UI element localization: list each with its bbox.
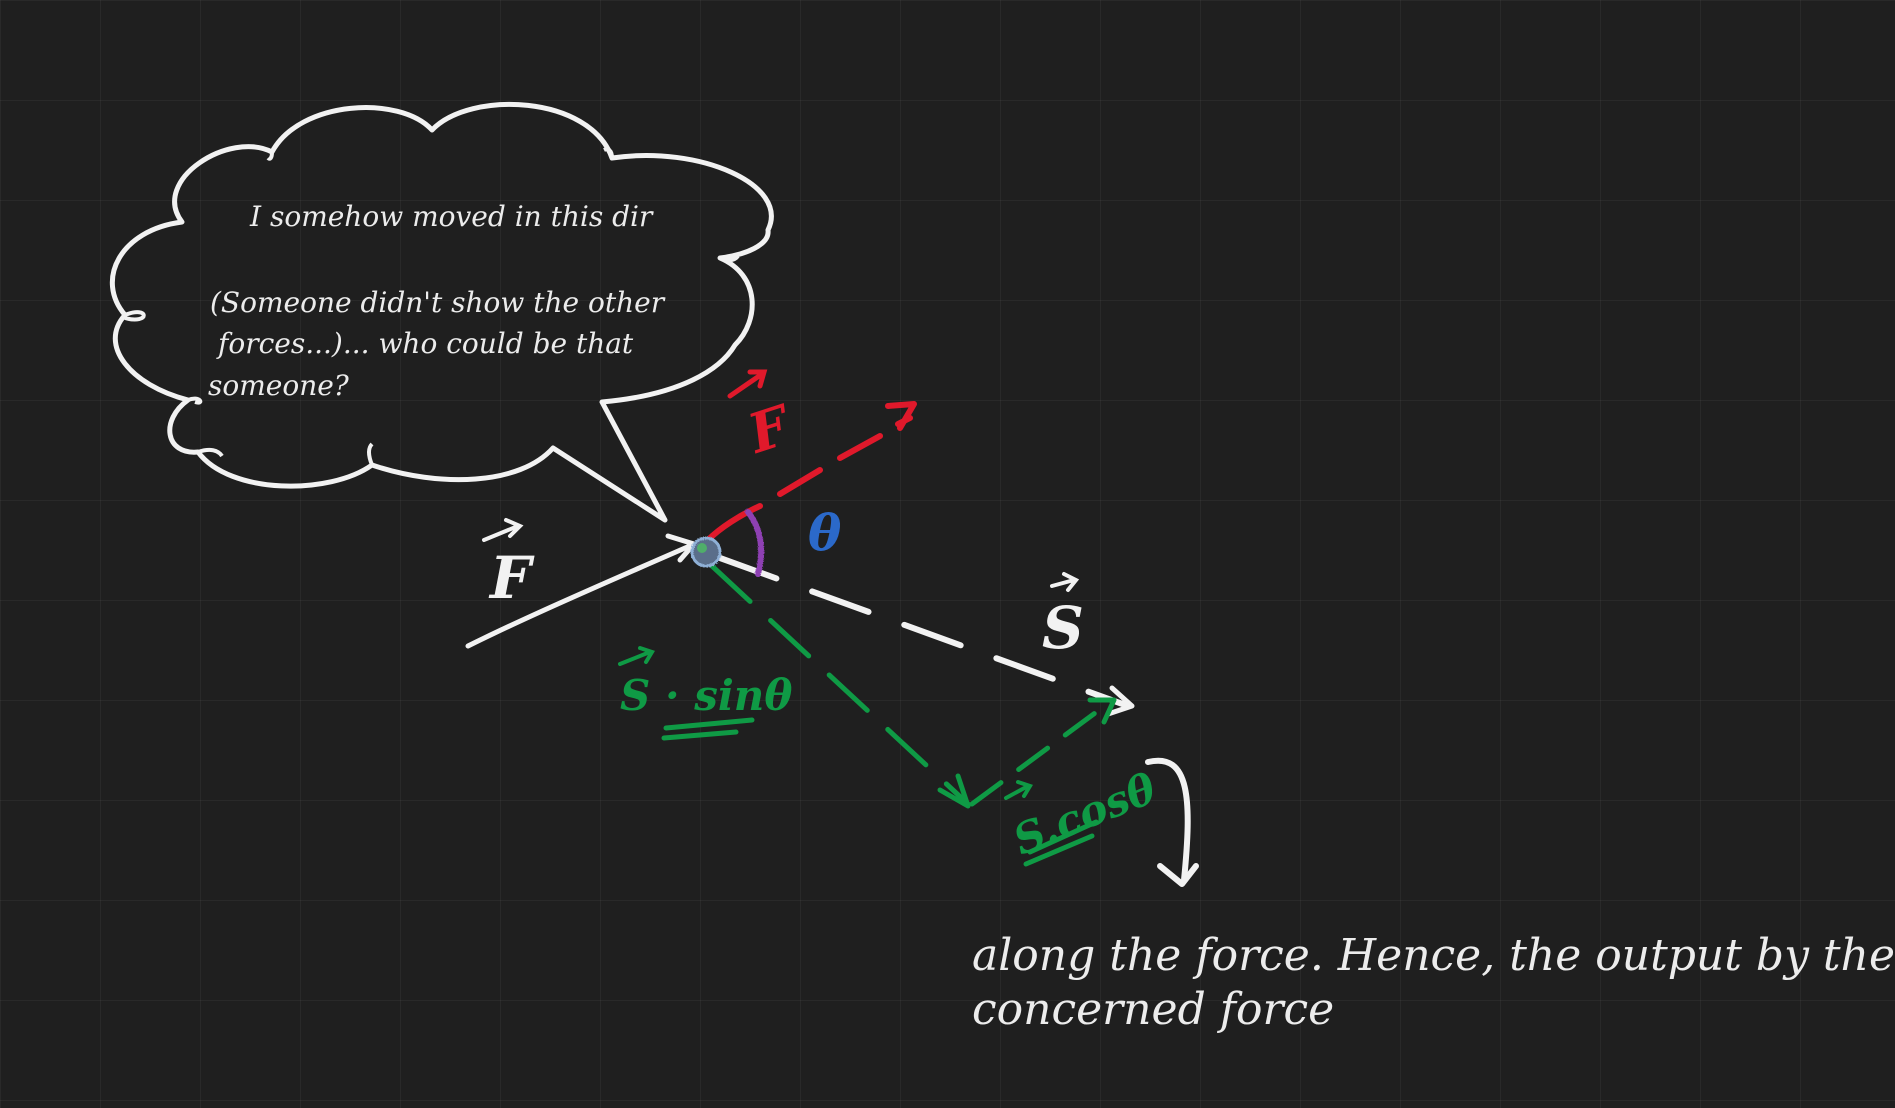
cloud-curl-mark bbox=[266, 151, 274, 161]
force-label-arrow bbox=[482, 518, 524, 542]
bubble-text-line3: forces...)... who could be that bbox=[216, 327, 634, 360]
curved-down-arrowhead bbox=[1157, 863, 1199, 887]
bubble-text-line4: someone? bbox=[208, 369, 350, 402]
cloud-curl-mark bbox=[197, 447, 224, 458]
force-vector-line bbox=[465, 542, 695, 649]
s-sin-component-line bbox=[709, 563, 971, 807]
cloud-curl-mark bbox=[124, 310, 146, 322]
theta-label: θ bbox=[808, 503, 842, 562]
s-cos-label-arrow bbox=[1004, 780, 1033, 800]
caption-line2: concerned force bbox=[972, 984, 1334, 1035]
point-object bbox=[690, 536, 722, 568]
cloud-curl-mark bbox=[187, 396, 203, 405]
point-object-highlight bbox=[697, 543, 707, 553]
s-sin-label: S · sinθ bbox=[620, 671, 792, 720]
angle-arc bbox=[745, 509, 765, 577]
cloud-curl-mark bbox=[719, 254, 740, 263]
displacement-vector-arrowhead bbox=[1105, 685, 1135, 717]
force-parallel-component-arrowhead bbox=[885, 401, 917, 431]
force-parallel-label: F bbox=[739, 392, 801, 466]
displacement-label: S bbox=[1042, 594, 1084, 662]
s-cos-component-arrowhead bbox=[1087, 697, 1117, 725]
displacement-label-arrow bbox=[1050, 572, 1080, 592]
displacement-vector-line bbox=[717, 555, 1131, 709]
s-cos-underline bbox=[1023, 819, 1099, 867]
cloud-curl-mark bbox=[367, 442, 374, 466]
s-cos-component-line bbox=[969, 699, 1113, 807]
bubble-text-line1: I somehow moved in this dir bbox=[249, 200, 654, 233]
force-label: F bbox=[488, 544, 535, 612]
cloud-curl-mark bbox=[603, 147, 614, 159]
caption-line1: along the force. Hence, the output by th… bbox=[972, 930, 1895, 981]
s-sin-component-arrowhead bbox=[937, 773, 971, 809]
s-sin-label-arrow bbox=[618, 646, 655, 666]
thought-bubble-cloud bbox=[109, 101, 774, 523]
force-parallel-label-arrow bbox=[727, 369, 768, 399]
curved-down-arrow bbox=[1145, 757, 1191, 883]
s-sin-underline bbox=[661, 717, 755, 741]
bubble-text-line2: (Someone didn't show the other bbox=[210, 286, 666, 319]
force-parallel-component-line bbox=[705, 415, 913, 543]
